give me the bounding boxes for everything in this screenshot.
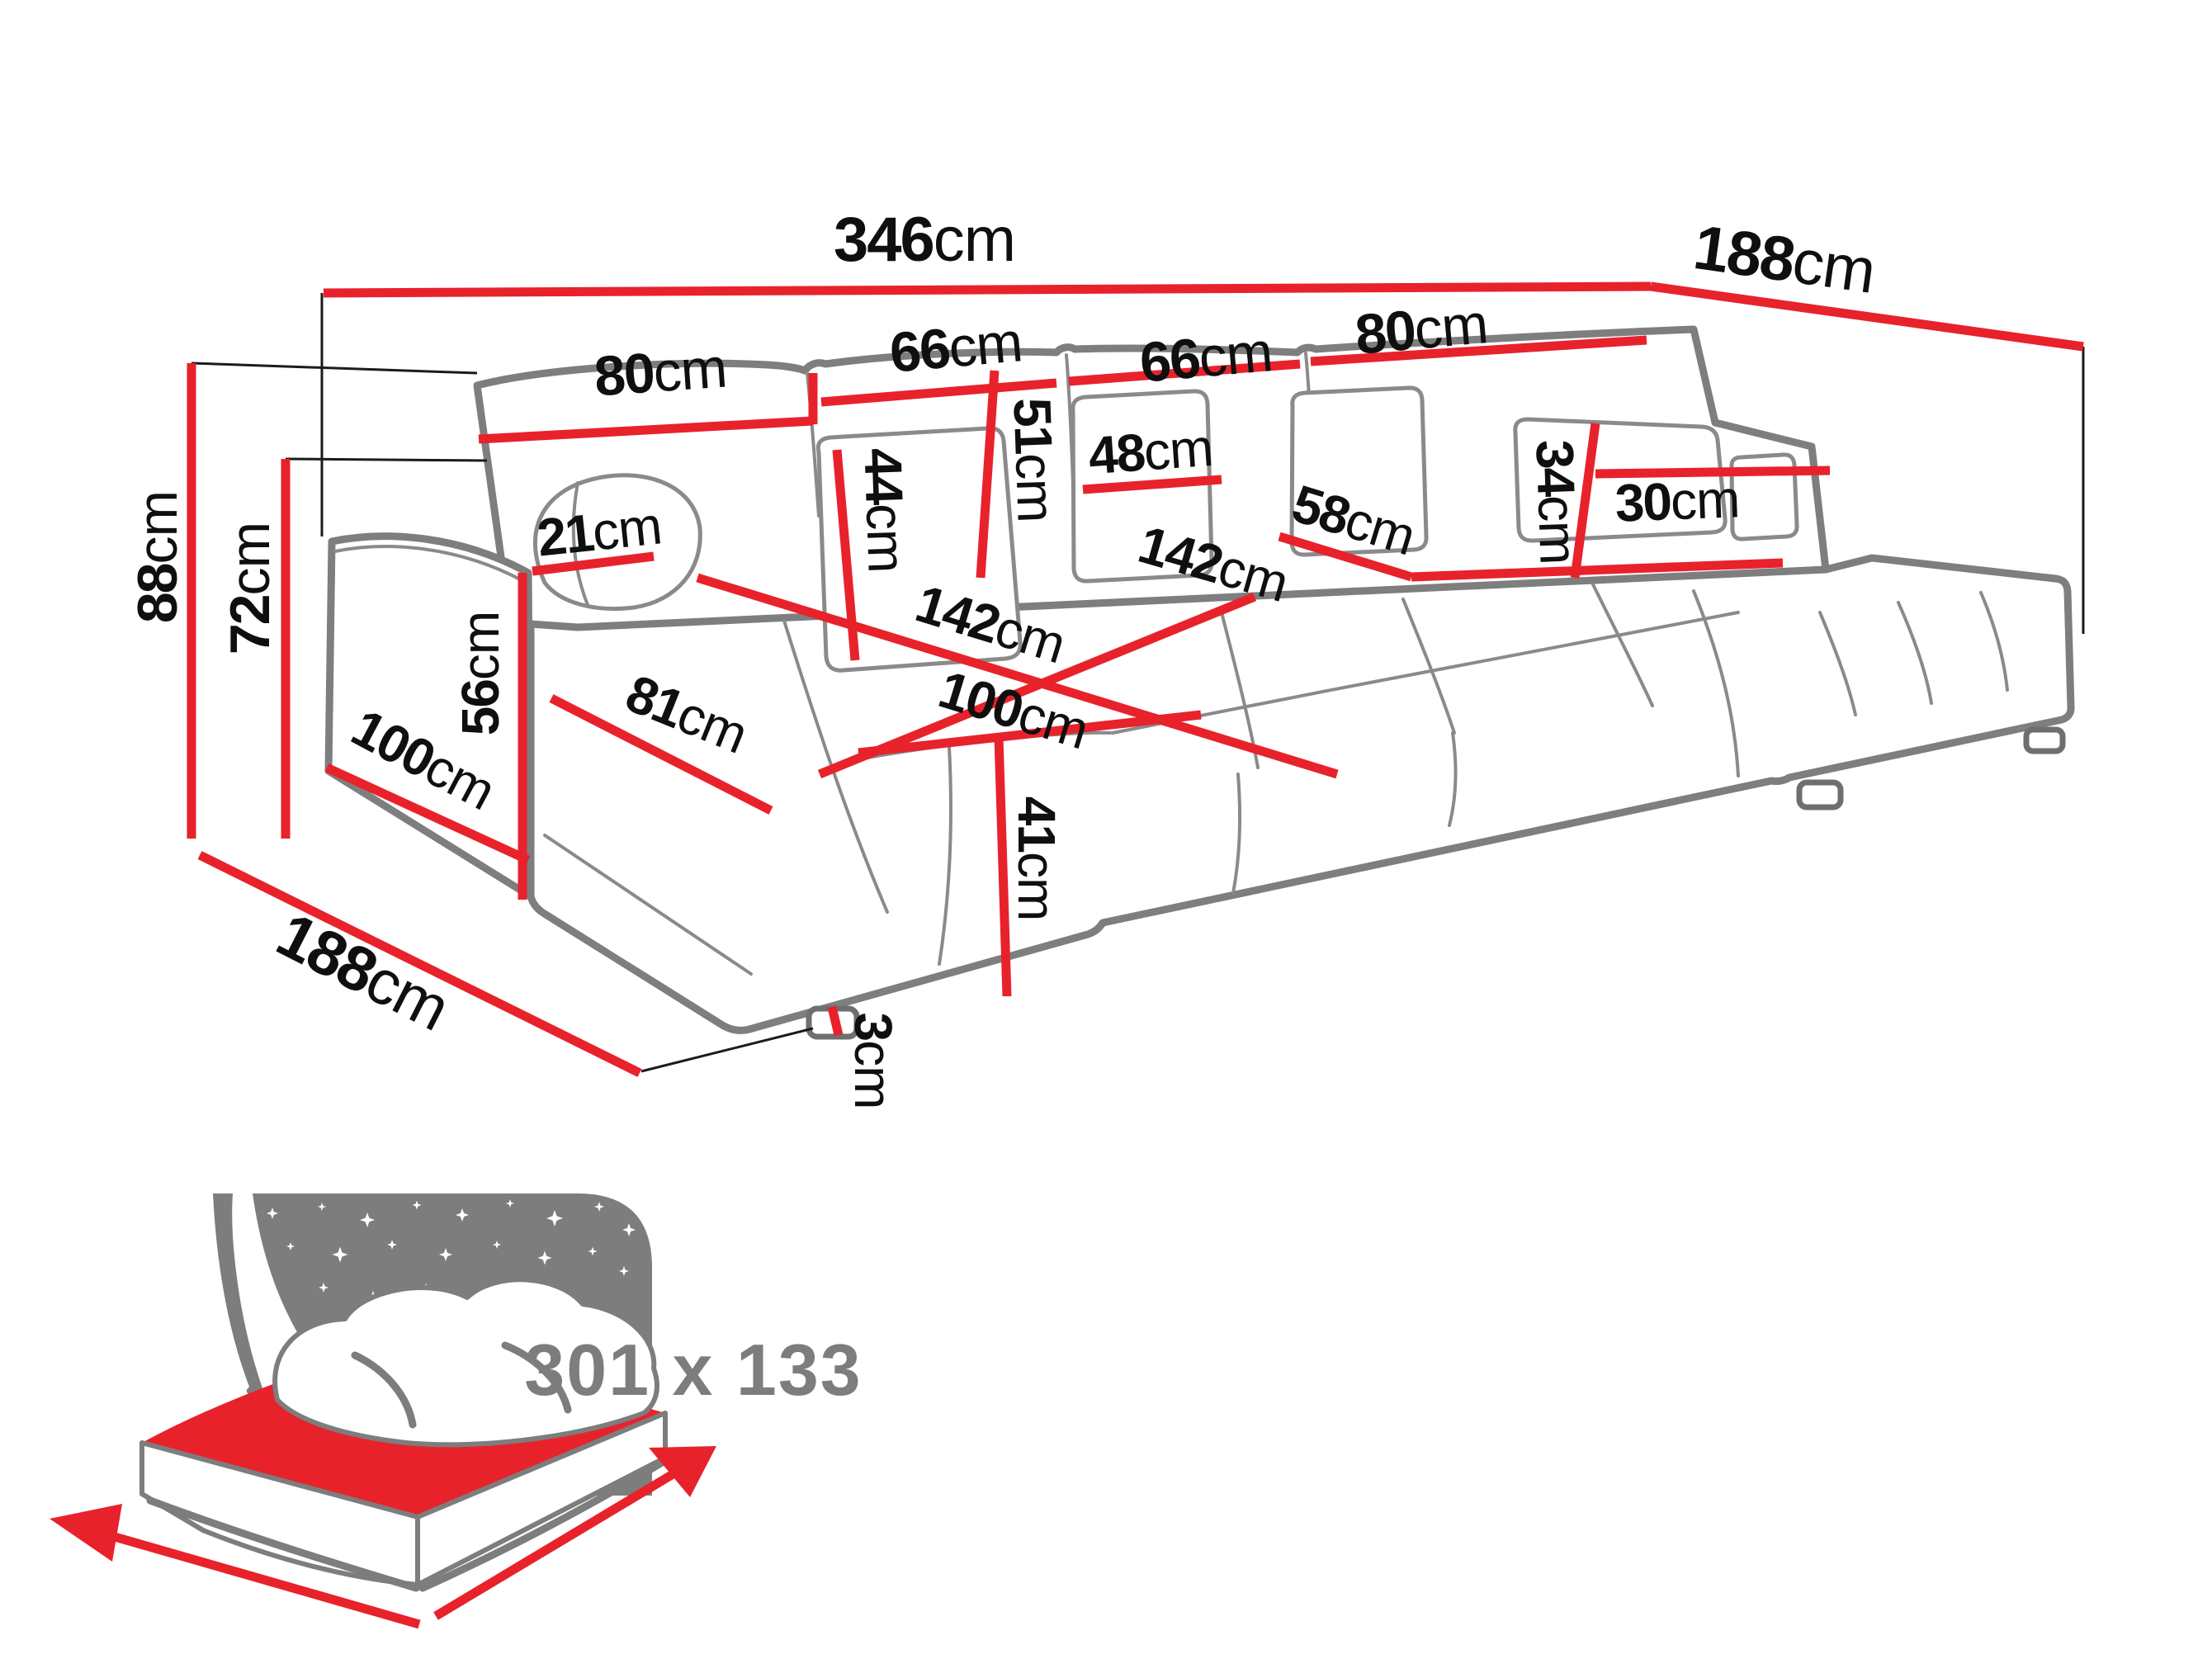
witness-lines bbox=[191, 293, 2085, 1073]
label-back-section-1: 80cm bbox=[592, 336, 728, 408]
dim-line-back-cushion-height bbox=[976, 370, 1000, 579]
front-face-seam-1 bbox=[938, 745, 952, 966]
label-total-depth-left: 188cm bbox=[266, 900, 460, 1045]
dim-line-armrest-depth bbox=[324, 763, 531, 864]
label-pillow-right-width: 30cm bbox=[1614, 469, 1741, 532]
dim-line-back-section-3 bbox=[1068, 359, 1301, 386]
dim-line-seat-front-height bbox=[994, 736, 1012, 997]
dim-line-depth-left bbox=[197, 851, 642, 1077]
front-face-seam-2 bbox=[1231, 773, 1241, 895]
label-back-section-2: 66cm bbox=[887, 310, 1024, 385]
bed-arrow-right-head-icon bbox=[649, 1446, 716, 1497]
dimension-lines bbox=[187, 281, 2084, 1077]
label-seat-front-height: 41cm bbox=[1007, 796, 1066, 921]
pillow-armrest-fold bbox=[571, 481, 589, 607]
dim-line-pillow-right-width bbox=[1595, 466, 1831, 479]
dim-line-seat-width-right bbox=[1411, 558, 1784, 582]
label-total-width: 346cm bbox=[834, 205, 1015, 275]
bed-arrow-left-shaft bbox=[107, 1530, 421, 1629]
bed-arrow-right-shaft bbox=[433, 1462, 689, 1620]
seat-seam-channel-1 bbox=[782, 619, 889, 914]
bed-pillow-shade-right bbox=[501, 1341, 572, 1414]
sleeping-area-icon: 301 x 133 bbox=[50, 1193, 863, 1629]
bed-base-edge bbox=[146, 1458, 666, 1592]
pillow-center-right bbox=[1289, 385, 1429, 557]
dim-line-depth-right bbox=[1650, 281, 2084, 352]
chaise-right-seam-3 bbox=[1979, 591, 2009, 692]
dim-line-back-section-1 bbox=[478, 416, 814, 444]
dim-line-back-section-4 bbox=[1310, 335, 1647, 366]
sofa-drawing bbox=[324, 325, 2075, 1040]
dim-line-pillow-center-width bbox=[1082, 475, 1222, 494]
star-icon bbox=[201, 1331, 212, 1343]
label-total-depth-right: 188cm bbox=[1690, 212, 1879, 307]
sleeping-area-size-label: 301 x 133 bbox=[524, 1329, 863, 1411]
chaise-right-seam-2 bbox=[1897, 601, 1933, 705]
chaise-right-seam-1 bbox=[1818, 611, 1857, 716]
bed-duvet bbox=[272, 1277, 659, 1448]
seat-seam-channel-3 bbox=[1401, 598, 1456, 735]
pillow-44 bbox=[815, 426, 1023, 673]
label-pillow-left-height: 44cm bbox=[853, 447, 916, 574]
witness-backrest-height bbox=[285, 457, 488, 462]
witness-total-height bbox=[191, 362, 478, 375]
front-face-seam-3 bbox=[1448, 731, 1458, 827]
witness-depth-left-end bbox=[640, 1027, 814, 1073]
sofa-seat-platform bbox=[527, 554, 2075, 1034]
armrest-top-seam bbox=[333, 545, 525, 583]
dim-line-back-section-2 bbox=[820, 378, 1057, 407]
bed-arrow-left-head-icon bbox=[50, 1504, 122, 1562]
sofa-leg-front-right bbox=[1796, 779, 1844, 811]
label-armrest-width: 21cm bbox=[534, 495, 664, 567]
label-back-cushion-height: 51cm bbox=[1002, 397, 1066, 523]
dim-line-seat-width-left bbox=[696, 573, 1339, 779]
label-leg-height: 3cm bbox=[844, 1013, 903, 1109]
dim-line-seat-depth bbox=[1278, 532, 1413, 582]
dim-line-total-width bbox=[323, 281, 1652, 298]
chaise-right-edge-seam bbox=[1692, 589, 1740, 778]
pillow-armrest bbox=[532, 473, 702, 612]
seat-seam-channel-4 bbox=[1591, 583, 1654, 707]
dim-line-chaise-front-width bbox=[549, 694, 773, 815]
sofa-left-armrest bbox=[324, 532, 535, 900]
chaise-left-side-crease bbox=[543, 834, 753, 976]
seat-front-crease-mid bbox=[1111, 611, 1740, 735]
dim-line-armrest-width bbox=[532, 551, 655, 576]
label-pillow-right-height: 34cm bbox=[1524, 439, 1588, 565]
label-pillow-center-width: 48cm bbox=[1086, 418, 1214, 485]
label-back-section-4: 80cm bbox=[1353, 292, 1490, 366]
label-armrest-height: 56cm bbox=[451, 612, 510, 736]
label-backrest-height: 72cm bbox=[219, 522, 281, 655]
label-total-height: 88cm bbox=[126, 491, 189, 623]
curtain-swoosh-thin bbox=[198, 1193, 249, 1413]
dim-line-seat-front-edge bbox=[858, 710, 1202, 758]
dim-tick-leg-height bbox=[827, 1005, 844, 1037]
pillow-34x30 bbox=[1513, 417, 1728, 543]
sofa-leg-right bbox=[2023, 726, 2066, 754]
label-back-section-3: 66cm bbox=[1137, 320, 1274, 395]
bed-pillow-shade-left bbox=[351, 1351, 417, 1429]
dim-line-pillow-right-height bbox=[1570, 423, 1600, 579]
